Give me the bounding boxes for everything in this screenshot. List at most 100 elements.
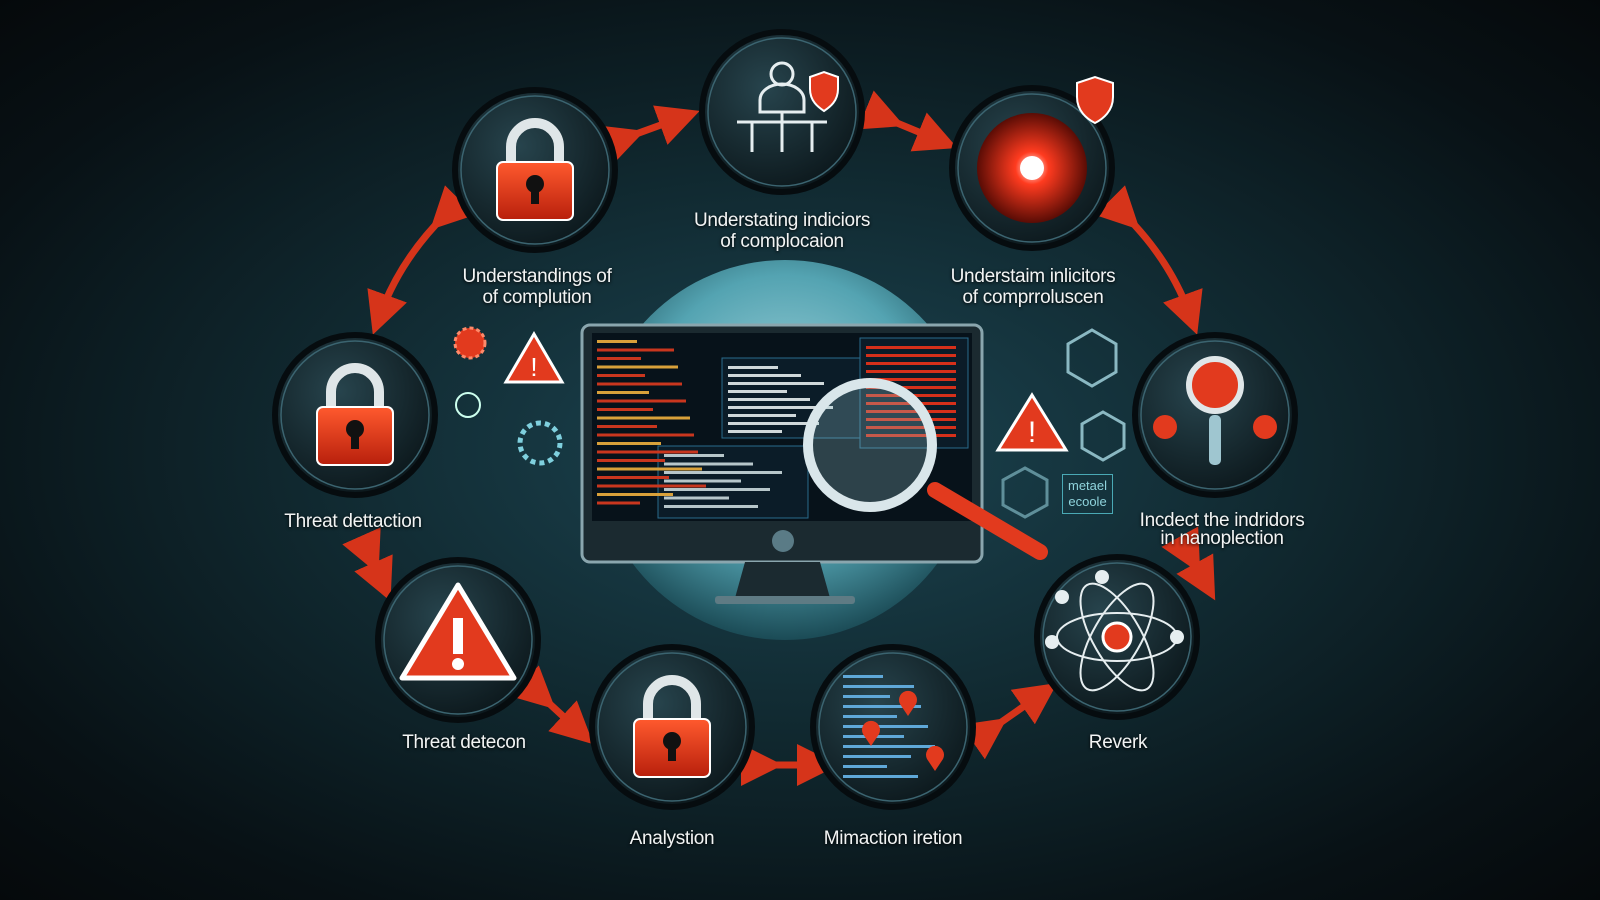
code-line xyxy=(597,476,669,479)
code-line xyxy=(664,471,782,474)
code-map-icon xyxy=(843,675,944,778)
code-line xyxy=(728,430,782,433)
code-line xyxy=(664,479,741,483)
warning-node xyxy=(375,557,541,723)
code-line xyxy=(728,374,801,377)
code-line xyxy=(866,370,956,373)
lock-node xyxy=(589,644,755,810)
label-bottom-right: Reverk xyxy=(1088,732,1148,753)
gear-icon xyxy=(1253,415,1277,439)
network-node xyxy=(699,29,865,195)
code-line xyxy=(728,366,778,369)
label-left: Threat dettaction xyxy=(284,511,422,532)
code-line xyxy=(866,426,956,429)
label-bottom-center-right: Mimaction iretion xyxy=(823,828,963,849)
code-line xyxy=(728,398,810,401)
warning-icon xyxy=(399,582,517,681)
code-line xyxy=(664,505,758,508)
code-line xyxy=(597,416,690,420)
code-line xyxy=(597,493,673,496)
code-line xyxy=(597,433,694,437)
gear-icon xyxy=(1153,415,1177,439)
code-line xyxy=(664,462,753,466)
gear-icon xyxy=(453,326,487,360)
lock-icon xyxy=(316,363,394,466)
code-line xyxy=(728,382,824,385)
code-line xyxy=(597,442,661,445)
code-line xyxy=(866,354,956,357)
code-line xyxy=(597,408,653,411)
monitor-icon xyxy=(580,323,1048,604)
target-node xyxy=(949,75,1115,251)
code-line xyxy=(866,410,956,413)
code-line xyxy=(597,484,706,488)
magnifier-node xyxy=(1132,332,1298,498)
code-line xyxy=(664,454,724,457)
magnifier-icon xyxy=(1153,356,1277,465)
code-line xyxy=(664,496,729,500)
code-line xyxy=(597,399,686,403)
warning-icon-left-cluster: ! xyxy=(503,331,565,384)
label-bottom-left: Threat detecon xyxy=(402,732,526,753)
lock-node xyxy=(272,332,438,498)
lock-node xyxy=(452,87,618,253)
code-line xyxy=(597,340,637,343)
cycle-arrows xyxy=(342,90,1216,786)
svg-text:!: ! xyxy=(530,352,537,382)
atom-node xyxy=(1034,554,1200,720)
code-line xyxy=(597,348,674,352)
code-line xyxy=(597,467,702,471)
code-line xyxy=(728,414,796,417)
label-line: of complution xyxy=(482,287,592,308)
hexagon-icon xyxy=(1066,328,1118,388)
code-line xyxy=(597,391,649,394)
map-pin-icon xyxy=(926,745,944,771)
person-network-icon xyxy=(737,61,827,152)
code-line xyxy=(866,434,956,437)
warning-icon-right-cluster: ! xyxy=(995,392,1069,452)
shield-icon xyxy=(1076,75,1114,125)
lock-icon xyxy=(496,118,574,221)
code-line xyxy=(728,406,833,409)
gear-icon xyxy=(517,420,563,466)
label-bottom-center-left: Analystion xyxy=(629,828,715,849)
code-line xyxy=(866,418,956,421)
code-line xyxy=(597,374,645,377)
code-line xyxy=(866,386,956,389)
code-line xyxy=(728,390,787,393)
map-pin-icon xyxy=(899,690,918,716)
label-line: of complocaion xyxy=(720,231,844,252)
code-line xyxy=(597,357,641,360)
map-pin-icon xyxy=(861,720,881,746)
lock-icon xyxy=(633,675,711,778)
code-line xyxy=(597,365,678,369)
label-line: Incdect the indridors xyxy=(1139,510,1305,531)
code-line xyxy=(866,362,956,365)
code-line xyxy=(728,422,819,425)
code-line xyxy=(866,346,956,349)
code-line xyxy=(597,501,640,505)
target-icon xyxy=(977,75,1114,223)
user-icon xyxy=(455,392,481,418)
hexagon-icon xyxy=(1080,410,1126,462)
tag-line: ecoole xyxy=(1068,494,1107,509)
label-line: of comprroluscen xyxy=(962,287,1104,308)
code-line xyxy=(597,425,657,428)
label-line: Understating indiciors xyxy=(693,210,871,231)
hexagon-icon xyxy=(1001,466,1049,519)
label-line: in nanoplection xyxy=(1160,528,1284,549)
code-line xyxy=(597,450,698,454)
code-line xyxy=(597,459,665,462)
code-line xyxy=(597,382,682,386)
label-line: Understandings of xyxy=(462,266,612,287)
tag-line: metael xyxy=(1068,478,1108,493)
code-node xyxy=(810,644,976,810)
svg-text:!: ! xyxy=(1028,416,1036,449)
shield-icon xyxy=(809,70,839,113)
